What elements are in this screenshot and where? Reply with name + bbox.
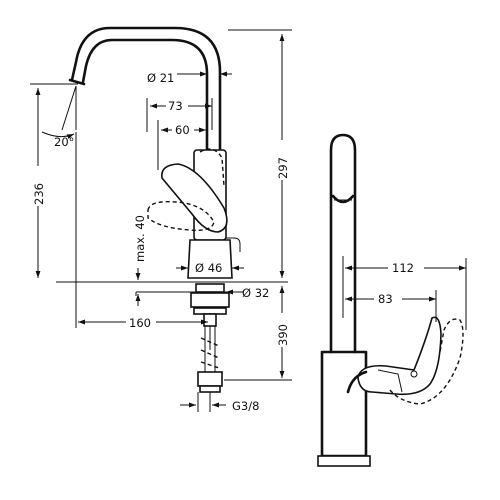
front-dimensions: Ø 21 73 60 20° 236 297 max. 40 — [30, 29, 292, 413]
side-aerator — [331, 194, 355, 204]
lever-handle — [161, 163, 228, 233]
dim-83: 83 — [378, 292, 393, 306]
dim-390: 390 — [276, 324, 290, 346]
mounting-washer — [193, 307, 227, 315]
dim-angle-20: 20° — [54, 135, 74, 149]
side-view — [317, 133, 464, 467]
hose-nut-1 — [197, 371, 223, 387]
dim-diameter-32: Ø 32 — [242, 286, 269, 300]
side-lever-alt — [389, 318, 464, 405]
side-lever — [357, 316, 442, 396]
mounting-nut — [190, 292, 230, 308]
hose-nut-2 — [199, 385, 221, 393]
side-base — [317, 455, 371, 467]
dim-g3-8: G3/8 — [232, 399, 259, 413]
popup-rod — [226, 237, 241, 252]
dim-160: 160 — [129, 316, 151, 330]
dim-diameter-46: Ø 46 — [195, 261, 222, 275]
dim-73: 73 — [168, 99, 183, 113]
side-body — [320, 350, 368, 458]
lever-handle-alt-top — [199, 148, 225, 187]
spout-outer — [70, 26, 222, 234]
side-spout — [329, 133, 357, 354]
dim-60: 60 — [175, 123, 190, 137]
dim-112: 112 — [392, 261, 414, 275]
spout-nozzle — [68, 78, 86, 86]
dim-diameter-21: Ø 21 — [147, 71, 174, 85]
dim-max-40: max. 40 — [133, 215, 147, 262]
dim-236: 236 — [32, 183, 46, 205]
spout-inner — [81, 38, 209, 234]
side-body-arc — [346, 370, 368, 394]
dim-297: 297 — [276, 157, 290, 179]
side-lever-detail — [377, 369, 403, 393]
mounting-shank — [195, 283, 225, 293]
side-lever-screw — [410, 370, 418, 378]
side-dimensions: 112 83 — [342, 256, 467, 330]
hose-pattern — [200, 337, 220, 369]
threaded-stud — [203, 313, 217, 327]
